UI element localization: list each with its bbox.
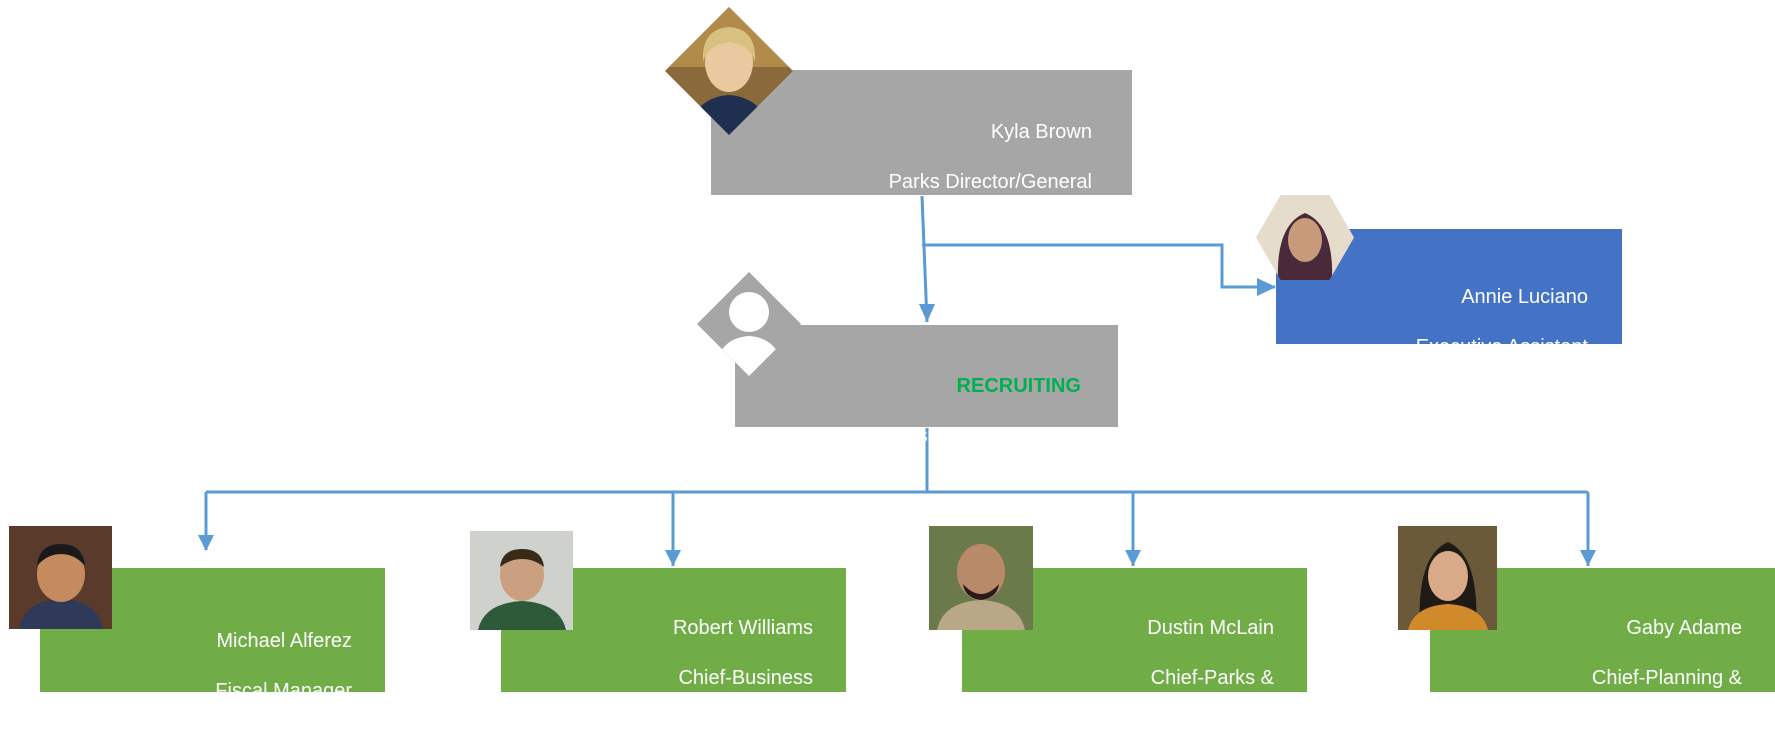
director-text: Kyla Brown Parks Director/General Manage… bbox=[889, 95, 1092, 245]
arrowhead bbox=[1580, 550, 1596, 566]
asst-director-box[interactable]: RECRUITING Asst. Parks Director bbox=[735, 325, 1118, 447]
asst-director-text: RECRUITING Asst. Parks Director bbox=[904, 349, 1081, 474]
assistant-text: Annie Luciano Executive Assistant bbox=[1416, 260, 1588, 385]
director-name: Kyla Brown bbox=[990, 121, 1092, 143]
recruiting-label: RECRUITING bbox=[956, 375, 1081, 397]
director-title: Parks Director/General Manager bbox=[888, 171, 1092, 218]
assistant-title: Executive Assistant bbox=[1415, 336, 1588, 358]
michael-alferez-photo bbox=[9, 526, 112, 629]
report-text: Robert Williams Chief-Business Operation… bbox=[673, 591, 813, 741]
arrowhead bbox=[1257, 278, 1276, 296]
report-text: Dustin McLain Chief-Parks & Resources bbox=[1147, 591, 1274, 741]
assistant-photo bbox=[1256, 195, 1354, 280]
dustin-mclain-photo bbox=[929, 526, 1033, 630]
report-title: Chief-Parks & Resources bbox=[1150, 667, 1274, 714]
gaby-adame-photo bbox=[1398, 526, 1497, 630]
report-title: Chief-Business Operations bbox=[678, 667, 813, 714]
connector-director-to-asst bbox=[920, 195, 929, 323]
arrowhead bbox=[665, 550, 681, 566]
asst-director-title: Asst. Parks Director bbox=[904, 425, 1081, 447]
report-name: Dustin McLain bbox=[1147, 617, 1274, 639]
report-text: Gaby Adame Chief-Planning & Development bbox=[1592, 591, 1742, 741]
report-title: Chief-Planning & Development bbox=[1591, 667, 1742, 714]
assistant-name: Annie Luciano bbox=[1461, 286, 1588, 308]
report-name: Robert Williams bbox=[672, 617, 813, 639]
arrowhead bbox=[1125, 550, 1141, 566]
assistant-box[interactable]: Annie Luciano Executive Assistant bbox=[1276, 229, 1622, 358]
robert-williams-photo bbox=[470, 531, 573, 630]
connector-director-to-assistant bbox=[922, 243, 1275, 289]
connector-lines bbox=[198, 195, 1596, 566]
report-text: Michael Alferez Fiscal Manager bbox=[215, 604, 352, 729]
arrowhead bbox=[919, 304, 935, 322]
director-box[interactable]: Kyla Brown Parks Director/General Manage… bbox=[711, 70, 1132, 218]
report-name: Gaby Adame bbox=[1626, 617, 1742, 639]
report-name: Michael Alferez bbox=[216, 630, 352, 652]
arrowhead bbox=[198, 535, 214, 551]
